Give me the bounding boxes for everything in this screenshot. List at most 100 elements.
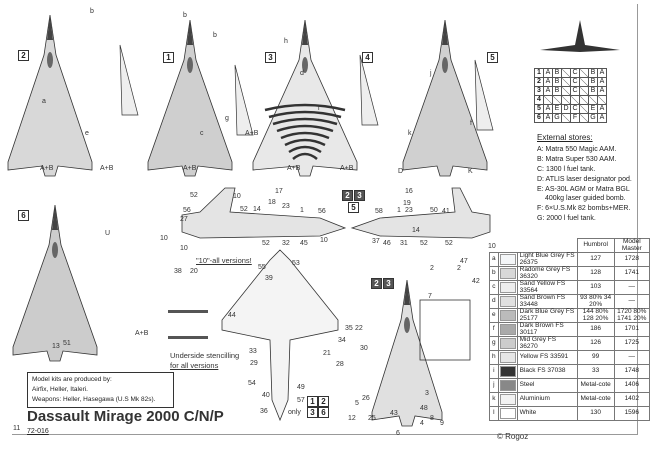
callout-number: j — [430, 70, 432, 77]
station-cell — [561, 86, 571, 96]
callout-number: 52 — [240, 206, 248, 213]
version-box-2: 2 — [371, 278, 382, 289]
version-box-6: 6 — [18, 210, 29, 221]
callout-number: 21 — [323, 350, 331, 357]
swatch-cell — [497, 392, 518, 407]
swatch-cell — [497, 294, 518, 309]
only-label: only — [288, 409, 301, 416]
callout-number: 18 — [268, 199, 276, 206]
callout-number: b — [183, 12, 187, 19]
station-cell: A — [597, 68, 607, 78]
callout-number: K — [468, 168, 473, 175]
aircraft-front-silhouette — [540, 20, 620, 52]
station-cell — [579, 68, 589, 78]
model-master-code: 1748 — [613, 364, 650, 379]
station-cell: A — [597, 86, 607, 96]
callout-number: d — [300, 70, 304, 77]
callout-number: 10 — [180, 245, 188, 252]
station-cell — [570, 95, 580, 105]
color-key: c — [489, 280, 499, 295]
station-cell: C — [570, 104, 580, 114]
catalog-code: 72-016 — [27, 428, 49, 435]
callout-number: 20 — [190, 268, 198, 275]
color-key: e — [489, 308, 499, 323]
callout-number: 45 — [300, 240, 308, 247]
aircraft-top-view-1 — [147, 19, 233, 177]
callout-number: 37 — [372, 238, 380, 245]
station-cell — [588, 95, 598, 105]
station-cell: G — [552, 113, 562, 123]
station-cell — [561, 95, 571, 105]
radome — [52, 205, 58, 230]
color-swatch — [499, 282, 516, 293]
color-key: h — [489, 350, 499, 365]
version-number: 5 — [534, 104, 544, 114]
station-cell — [561, 77, 571, 87]
callout-number: 23 — [405, 207, 413, 214]
callout-number: 32 — [282, 240, 290, 247]
callout-number: 44 — [228, 312, 236, 319]
radome — [47, 15, 53, 40]
version-box-2: 2 — [318, 396, 329, 407]
station-cell: A — [543, 68, 553, 78]
color-key: a — [489, 252, 499, 267]
radome — [187, 20, 193, 45]
radome — [404, 280, 410, 305]
version-box-6: 6 — [318, 407, 329, 418]
version-box-5: 5 — [348, 202, 359, 213]
station-cell: B — [588, 77, 598, 87]
color-key: j — [489, 378, 499, 393]
callout-number: 35 — [345, 325, 353, 332]
loadout-row: 4 — [534, 95, 607, 105]
version-number: 2 — [534, 77, 544, 87]
ab-label: A+B — [40, 165, 54, 172]
callout-number: 41 — [442, 208, 450, 215]
callout-number: 53 — [292, 260, 300, 267]
humbrol-code: Metal-cote — [576, 392, 615, 407]
swatch-cell — [497, 252, 518, 267]
callout-number: 48 — [420, 405, 428, 412]
version-box-3: 3 — [354, 190, 365, 201]
model-master-code: 1402 — [613, 392, 650, 407]
canopy — [302, 57, 308, 73]
version-box-3: 3 — [383, 278, 394, 289]
station-cell: A — [543, 77, 553, 87]
underside-note: Underside stencilling — [170, 351, 240, 360]
canopy — [404, 317, 410, 333]
swatch-cell — [497, 280, 518, 295]
station-cell — [579, 95, 589, 105]
station-cell: A — [597, 77, 607, 87]
callout-number: 3 — [425, 390, 429, 397]
callout-number: D — [398, 168, 404, 175]
header-model-master: Model Master — [613, 238, 650, 253]
fin-detail — [474, 59, 494, 131]
store-item: F: 6×U.S.Mk 82 bombs+MER. — [537, 205, 631, 212]
fin-detail — [234, 64, 254, 136]
station-cell — [579, 86, 589, 96]
version-box-2: 2 — [342, 190, 353, 201]
station-cell — [543, 95, 553, 105]
station-cell: C — [570, 77, 580, 87]
callout-number: 16 — [405, 188, 413, 195]
station-cell: A — [597, 113, 607, 123]
callout-number: 9 — [440, 420, 444, 427]
color-swatch — [499, 394, 516, 405]
tiger-stripe — [280, 131, 330, 140]
callout-number: 2 — [457, 265, 461, 272]
callout-number: 17 — [275, 188, 283, 195]
callout-number: h — [284, 38, 288, 45]
station-cell: B — [552, 68, 562, 78]
station-cell — [561, 68, 571, 78]
color-swatch — [499, 408, 516, 419]
callout-number: 29 — [250, 360, 258, 367]
version-box-3: 3 — [265, 52, 276, 63]
